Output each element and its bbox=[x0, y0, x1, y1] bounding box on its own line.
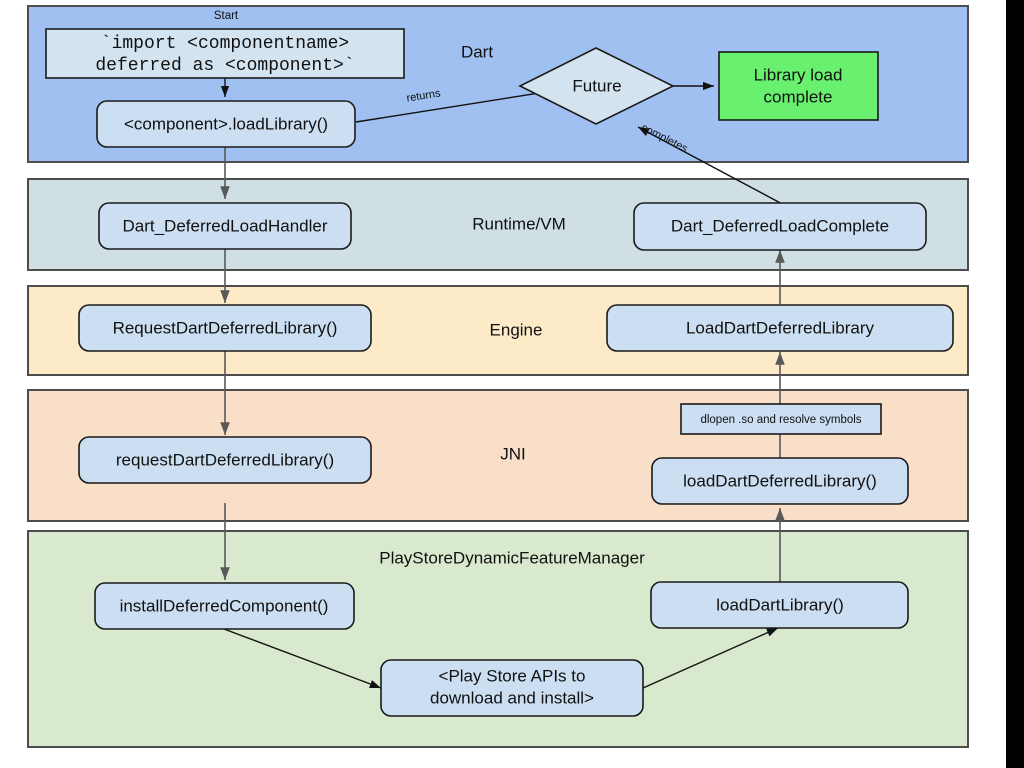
edge-completes-to-future bbox=[637, 126, 787, 207]
node-load-dart-library[interactable] bbox=[650, 581, 909, 629]
future-label: Future bbox=[572, 76, 621, 95]
library-load-complete-line1: Library load bbox=[754, 65, 843, 84]
node-future-decision[interactable] bbox=[518, 47, 675, 125]
dart-deferred-load-complete-label: Dart_DeferredLoadComplete bbox=[671, 216, 889, 235]
node-request-dart-deferred-library-engine[interactable] bbox=[78, 304, 372, 352]
import-statement-line1: `import <componentname> bbox=[101, 34, 349, 54]
node-import-statement[interactable] bbox=[45, 28, 405, 79]
node-dart-deferred-load-complete[interactable] bbox=[633, 202, 927, 251]
edge-playstore-apis-to-loaddartlibrary bbox=[642, 627, 779, 689]
node-load-library[interactable] bbox=[96, 100, 356, 148]
request-dart-deferred-library-engine-label: RequestDartDeferredLibrary() bbox=[113, 318, 338, 337]
node-dart-deferred-load-handler[interactable] bbox=[98, 202, 352, 250]
dart-deferred-load-handler-label: Dart_DeferredLoadHandler bbox=[122, 216, 327, 235]
node-library-load-complete[interactable] bbox=[718, 51, 879, 121]
right-gutter bbox=[1006, 0, 1024, 768]
request-dart-deferred-library-jni-label: requestDartDeferredLibrary() bbox=[116, 450, 334, 469]
start-label: Start bbox=[214, 10, 239, 22]
load-dart-library-label: loadDartLibrary() bbox=[716, 595, 844, 614]
node-load-dart-deferred-library-engine[interactable] bbox=[606, 304, 954, 352]
node-play-store-apis[interactable] bbox=[380, 659, 644, 717]
node-request-dart-deferred-library-jni[interactable] bbox=[78, 436, 372, 484]
edge-install-to-playstore-apis bbox=[223, 628, 382, 689]
node-dlopen-note[interactable] bbox=[680, 403, 882, 435]
play-store-apis-line2: download and install> bbox=[430, 688, 594, 707]
import-statement-line2: deferred as <component>` bbox=[95, 56, 354, 76]
band-label-engine: Engine bbox=[490, 320, 543, 339]
node-load-dart-deferred-library-jni[interactable] bbox=[651, 457, 909, 505]
band-label-playstore: PlayStoreDynamicFeatureManager bbox=[379, 548, 645, 567]
load-library-label: <component>.loadLibrary() bbox=[124, 114, 328, 133]
load-dart-deferred-library-engine-label: LoadDartDeferredLibrary bbox=[686, 318, 875, 337]
dlopen-note-label: dlopen .so and resolve symbols bbox=[700, 414, 861, 426]
node-install-deferred-component[interactable] bbox=[94, 582, 355, 630]
edge-label-returns: returns bbox=[406, 87, 442, 104]
load-dart-deferred-library-jni-label: loadDartDeferredLibrary() bbox=[683, 471, 877, 490]
band-label-dart: Dart bbox=[461, 42, 493, 61]
play-store-apis-line1: <Play Store APIs to bbox=[439, 666, 586, 685]
band-label-runtime: Runtime/VM bbox=[472, 214, 566, 233]
install-deferred-component-label: installDeferredComponent() bbox=[120, 596, 329, 615]
band-label-jni: JNI bbox=[500, 444, 526, 463]
library-load-complete-line2: complete bbox=[764, 87, 833, 106]
